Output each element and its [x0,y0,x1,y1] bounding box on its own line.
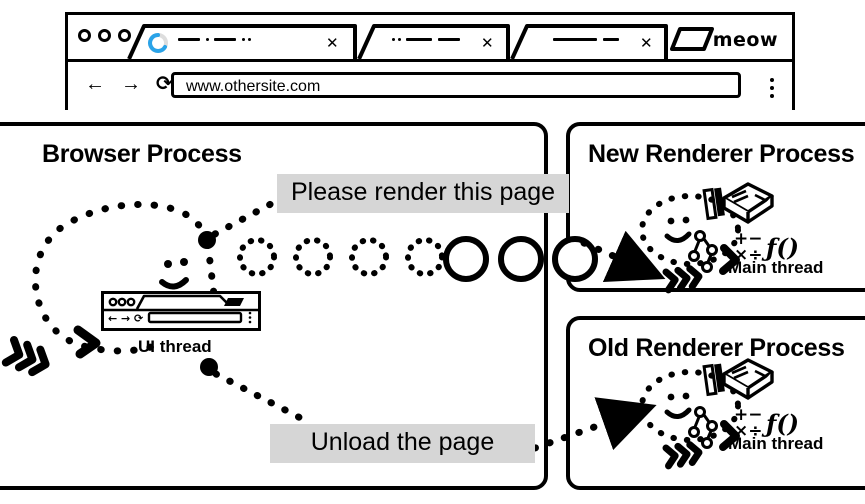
ui-thread-loop-arrow [73,325,101,359]
back-icon[interactable]: ← [85,73,105,95]
main-thread-chevrons-icon [662,441,703,470]
main-thread-smile [664,407,692,419]
dom-tree-icon [688,230,718,273]
panel-title-new-renderer: New Renderer Process [588,140,855,168]
panel-title-browser-process: Browser Process [42,140,242,168]
forward-icon[interactable]: → [121,73,141,95]
old-renderer-thread-label: Main thread [728,434,824,453]
ui-thread-eye-left [164,260,172,268]
svg-text:+−: +− [734,405,763,425]
browser-window: ✕ ✕ [65,12,795,110]
ui-thread-browser-icon: ← → ⟳ [101,291,261,331]
ui-thread-browser-glyph: ← → ⟳ [104,294,258,325]
main-thread-eye-right [682,392,690,400]
tab-shape [127,24,357,60]
ipc-bead-dotted-3 [349,237,389,277]
tab-spinner-icon [148,33,168,53]
tab-close-icon[interactable]: ✕ [640,35,653,52]
tab-two[interactable]: ✕ [356,22,511,62]
open-book-icon [722,358,774,400]
math-symbols-icon: +− ×÷ [734,405,763,441]
books-icon [702,187,725,221]
ui-thread-loop-path [31,200,209,355]
main-thread-loop-arrow [719,420,740,451]
main-thread-loop-arrow [719,244,740,275]
svg-text:⟳: ⟳ [134,312,144,325]
svg-text:×÷: ×÷ [734,421,763,441]
address-bar[interactable]: www.othersite.com [171,72,741,98]
ipc-bead-dotted-4 [405,237,445,277]
new-renderer-thread-label: Main thread [728,258,824,277]
ipc-bead-dotted-2 [293,237,333,277]
math-symbols-icon: +− ×÷ [734,229,763,265]
main-thread-eye-left [667,217,675,225]
ipc-bead-solid-1 [443,236,489,282]
url-text: www.othersite.com [186,78,321,95]
unload-callout-leader [212,370,316,428]
tab-close-icon[interactable]: ✕ [481,35,494,52]
unload-message-arrow [531,397,657,452]
new-tab-button[interactable] [668,25,718,55]
main-thread-smile [664,231,692,243]
main-thread-loop [639,193,741,267]
tab-shape [357,24,510,60]
render-message-origin-dot [198,231,216,249]
svg-text:←: ← [108,312,117,325]
ipc-bead-dotted-1 [237,237,277,277]
function-symbol-icon: ƒ() [761,409,799,438]
tab-loading[interactable]: ✕ [126,22,358,62]
window-controls[interactable] [78,29,131,42]
ui-thread-label: UI thread [138,337,212,356]
ipc-bead-solid-3 [552,236,598,282]
profile-label[interactable]: meow [712,29,778,51]
callout-unload: Unload the page [270,424,535,463]
ui-thread-eye-right [180,258,188,266]
close-dot-icon[interactable] [78,29,91,42]
ui-thread-smile [159,277,189,290]
callout-please-render: Please render this page [277,174,570,213]
tab-three[interactable]: ✕ [509,22,669,62]
tab-close-icon[interactable]: ✕ [326,35,339,52]
reload-icon[interactable]: ⟳ [156,73,173,95]
tab-strip: ✕ ✕ [68,15,792,62]
panel-title-old-renderer: Old Renderer Process [588,334,845,362]
maximize-dot-icon[interactable] [118,29,131,42]
ui-thread-chevrons-icon [1,336,50,377]
tab-shape [510,24,668,60]
unload-message-origin-dot [200,358,218,376]
dom-tree-icon [688,406,718,449]
navigation-bar: ← → ⟳ www.othersite.com [68,62,792,110]
svg-text:×÷: ×÷ [734,245,763,265]
render-callout-leader [211,194,286,238]
main-thread-chevrons-icon [662,265,703,294]
main-thread-loop [639,369,741,443]
main-thread-eye-right [682,216,690,224]
minimize-dot-icon[interactable] [98,29,111,42]
function-symbol-icon: ƒ() [761,233,799,262]
kebab-menu-icon[interactable] [770,78,774,98]
open-book-icon [722,182,774,224]
main-thread-eye-left [667,393,675,401]
svg-text:+−: +− [734,229,763,249]
ipc-bead-solid-2 [498,236,544,282]
books-icon [702,363,725,397]
svg-text:→: → [121,312,130,325]
